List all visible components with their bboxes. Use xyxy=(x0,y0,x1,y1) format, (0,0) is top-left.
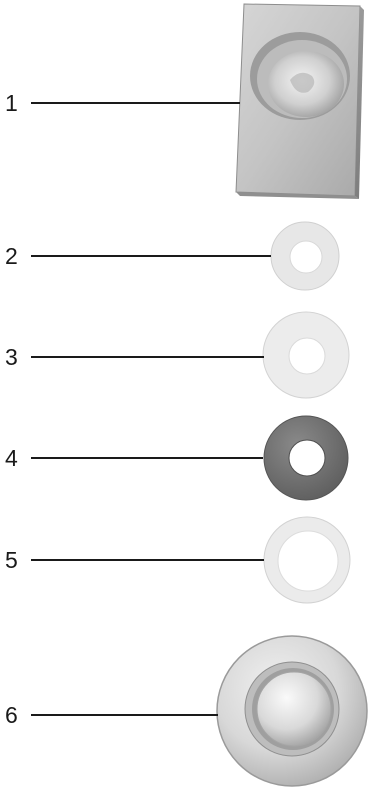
callout-number-2: 2 xyxy=(5,243,18,269)
callout-5: 5 xyxy=(5,547,264,573)
callout-1: 1 xyxy=(5,90,240,116)
callout-number-1: 1 xyxy=(5,90,18,116)
washer-dark-part xyxy=(264,416,348,500)
washer-translucent-part xyxy=(264,517,350,603)
callout-number-6: 6 xyxy=(5,702,18,728)
washer-light-large-part xyxy=(263,312,349,398)
housing-block-part xyxy=(236,4,364,199)
callout-4: 4 xyxy=(5,445,263,471)
washer-light-small-part xyxy=(271,222,339,290)
callout-6: 6 xyxy=(5,702,218,728)
callout-number-4: 4 xyxy=(5,445,18,471)
round-push-button-part xyxy=(217,636,367,786)
callout-3: 3 xyxy=(5,344,264,370)
callout-number-5: 5 xyxy=(5,547,18,573)
callout-number-3: 3 xyxy=(5,344,18,370)
callout-2: 2 xyxy=(5,243,271,269)
